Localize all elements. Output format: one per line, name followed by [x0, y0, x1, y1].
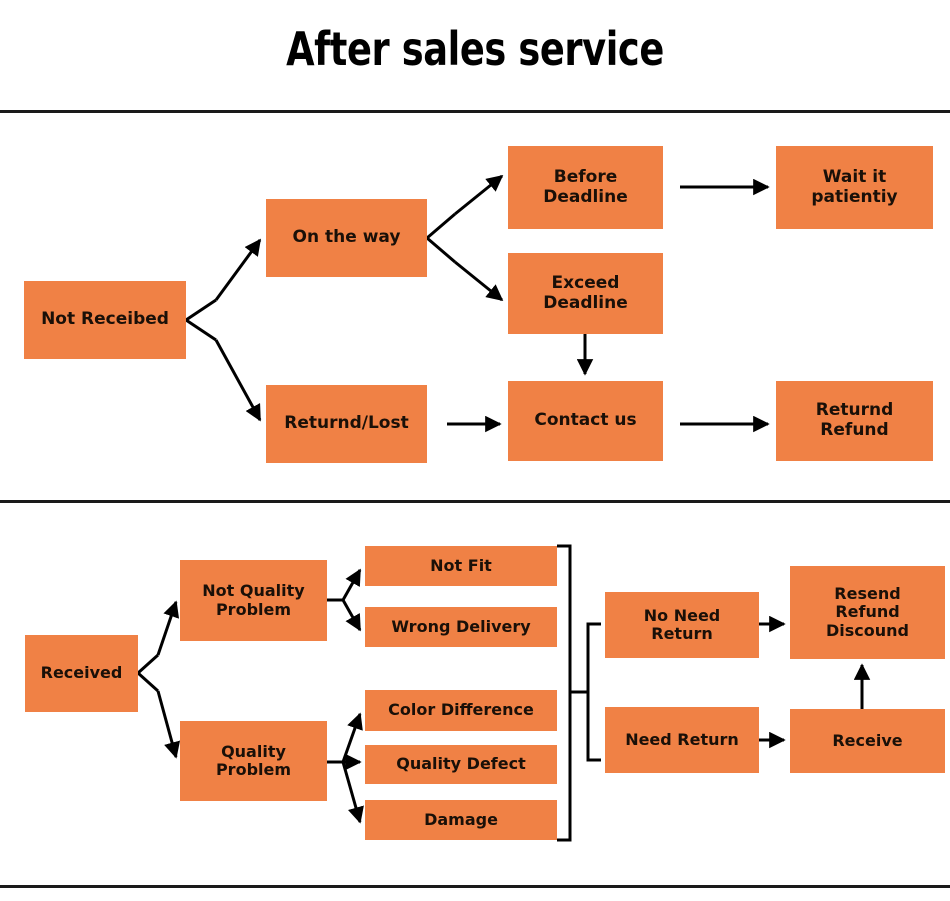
- edge-notreceived-returndlost: [214, 339, 262, 422]
- node-returnd-refund[interactable]: Returnd Refund: [776, 381, 933, 461]
- edge-bracket-noneedreturn: [586, 622, 601, 692]
- divider-bottom: [0, 885, 950, 888]
- node-quality-defect[interactable]: Quality Defect: [365, 745, 557, 784]
- edge-ontheway-beforedeadline: [454, 174, 504, 216]
- node-exceed-deadline[interactable]: Exceed Deadline: [508, 253, 663, 334]
- node-not-fit[interactable]: Not Fit: [365, 546, 557, 586]
- node-wrong-delivery[interactable]: Wrong Delivery: [365, 607, 557, 647]
- edge-received-qualityproblem: [156, 690, 181, 759]
- node-contact-us[interactable]: Contact us: [508, 381, 663, 461]
- node-wait-it-patientiy[interactable]: Wait it patientiy: [776, 146, 933, 229]
- divider-middle: [0, 500, 950, 503]
- edge-ontheway-exceeddeadline: [454, 260, 504, 302]
- edge-notreceived-fork-up: [185, 298, 217, 322]
- edge-qp-damage: [341, 761, 364, 824]
- edge-notreceived-ontheway: [214, 238, 262, 301]
- node-returnd-lost[interactable]: Returnd/Lost: [266, 385, 427, 463]
- node-no-need-return[interactable]: No Need Return: [605, 592, 759, 658]
- group-bracket: [557, 544, 572, 842]
- node-not-quality-problem[interactable]: Not Quality Problem: [180, 560, 327, 641]
- edge-ontheway-fork-down: [426, 236, 456, 264]
- node-received[interactable]: Received: [25, 635, 138, 712]
- edge-nqp-notfit: [341, 568, 362, 601]
- node-damage[interactable]: Damage: [365, 800, 557, 840]
- node-need-return[interactable]: Need Return: [605, 707, 759, 773]
- edge-notreceived-fork-down: [185, 318, 217, 342]
- edge-received-fork-down: [136, 671, 160, 693]
- node-before-deadline[interactable]: Before Deadline: [508, 146, 663, 229]
- edge-received-fork-up: [136, 653, 160, 675]
- node-color-difference[interactable]: Color Difference: [365, 690, 557, 731]
- node-not-receibed[interactable]: Not Receibed: [24, 281, 186, 359]
- edge-qp-colordifference: [341, 712, 363, 763]
- divider-top: [0, 110, 950, 113]
- edge-ontheway-fork-up: [426, 212, 456, 240]
- node-receive[interactable]: Receive: [790, 709, 945, 773]
- node-on-the-way[interactable]: On the way: [266, 199, 427, 277]
- node-resend-refund-discound[interactable]: Resend Refund Discound: [790, 566, 945, 659]
- page-title: After sales service: [286, 22, 664, 76]
- edge-bracket-needreturn: [586, 692, 601, 762]
- edge-nqp-wrongdelivery: [341, 599, 362, 632]
- node-quality-problem[interactable]: Quality Problem: [180, 721, 327, 801]
- edge-received-notqualityproblem: [156, 600, 180, 656]
